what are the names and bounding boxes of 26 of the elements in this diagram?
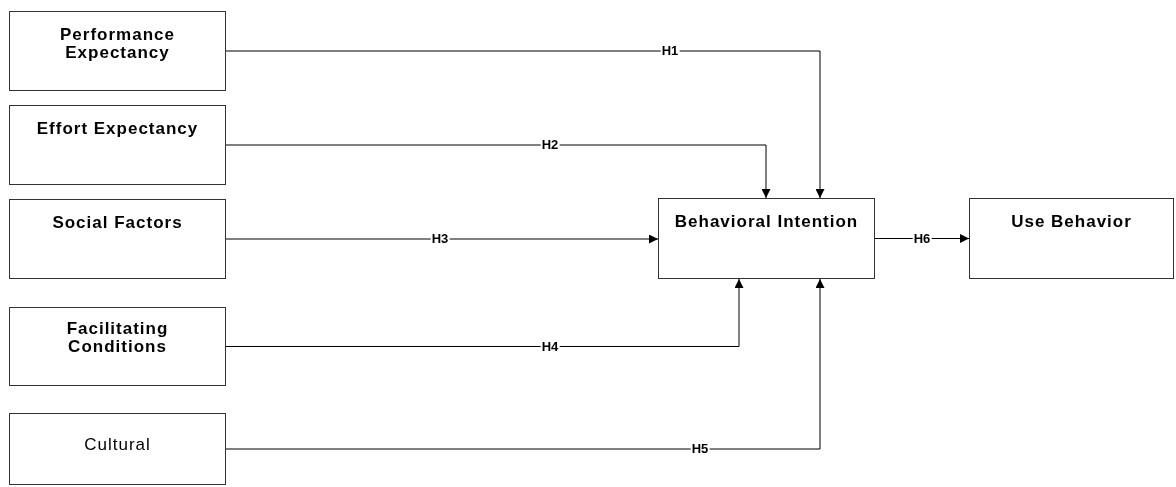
edge-label: H1 xyxy=(660,44,680,58)
edge-label: H3 xyxy=(430,232,450,246)
construct-box xyxy=(9,413,226,485)
construct-box xyxy=(9,105,226,185)
arrow xyxy=(225,278,744,347)
construct-label: Use Behavior xyxy=(1010,213,1133,231)
edge-label: H6 xyxy=(912,231,932,246)
arrow xyxy=(225,234,659,244)
construct-label: Performance Expectancy xyxy=(59,26,176,62)
construct-label: Effort Expectancy xyxy=(35,120,200,138)
arrow xyxy=(225,144,771,199)
edge-label: H2 xyxy=(540,138,560,152)
edge-label: H5 xyxy=(690,442,710,456)
construct-label: Behavioral Intention xyxy=(673,213,860,231)
arrow xyxy=(874,234,970,243)
construct-box xyxy=(969,198,1174,279)
arrow xyxy=(225,50,825,199)
arrow xyxy=(225,278,825,450)
construct-label: Social Factors xyxy=(51,214,184,232)
construct-box xyxy=(9,307,226,386)
construct-label: Cultural xyxy=(83,436,152,454)
construct-box xyxy=(658,198,875,279)
construct-box xyxy=(9,199,226,279)
construct-label: Facilitating Conditions xyxy=(65,320,170,356)
edge-label: H4 xyxy=(540,339,560,354)
construct-box xyxy=(9,11,226,91)
